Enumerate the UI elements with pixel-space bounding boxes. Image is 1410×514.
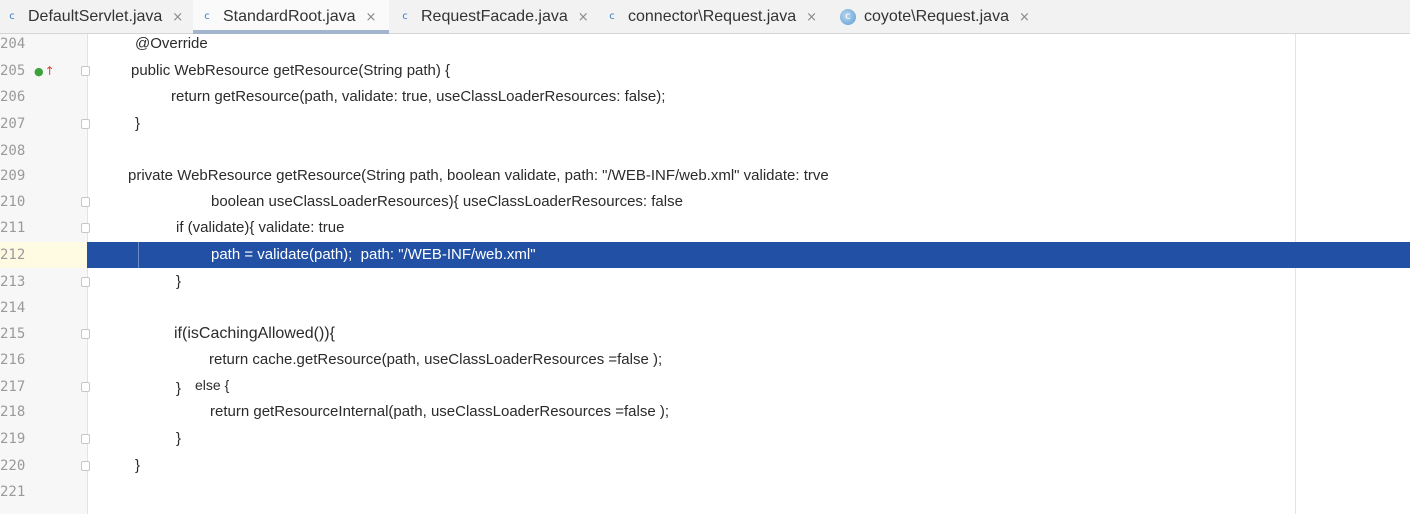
current-line-gutter <box>0 242 87 268</box>
tab-connector-request[interactable]: c connector\Request.java × <box>606 0 817 34</box>
line-number: 216 <box>0 352 26 368</box>
code-line: 210 boolean useClassLoaderResources){ us… <box>0 189 1410 215</box>
tab-label: RequestFacade.java <box>421 8 568 25</box>
indent-guide <box>138 242 139 268</box>
line-number: 221 <box>0 484 26 500</box>
code-line: 213 } <box>0 269 1410 295</box>
line-number: 208 <box>0 143 26 159</box>
java-class-icon: c <box>609 11 615 22</box>
tab-label: DefaultServlet.java <box>28 8 163 25</box>
java-class-icon: c <box>840 9 856 25</box>
code-text: private WebResource getResource(String p… <box>128 167 829 184</box>
tab-requestfacade[interactable]: c RequestFacade.java × <box>399 0 589 34</box>
tab-label: StandardRoot.java <box>223 8 356 25</box>
line-number: 209 <box>0 168 26 184</box>
code-text: } <box>135 115 141 132</box>
code-text: } <box>176 430 182 447</box>
close-icon[interactable]: × <box>365 9 377 25</box>
right-margin-guide <box>1295 34 1296 514</box>
line-number: 214 <box>0 300 26 316</box>
line-number: 207 <box>0 116 26 132</box>
fold-end-icon[interactable] <box>81 434 90 444</box>
code-text: if (validate){ validate: true <box>176 219 345 236</box>
java-class-icon: c <box>402 11 408 22</box>
code-line: 209 private WebResource getResource(Stri… <box>0 163 1410 189</box>
code-line: 215 if(isCachingAllowed()){ <box>0 321 1410 347</box>
close-icon[interactable]: × <box>1018 9 1030 25</box>
code-line: 204 @Override <box>0 31 1410 57</box>
line-number: 213 <box>0 274 26 290</box>
line-number: 204 <box>0 36 26 52</box>
close-icon[interactable]: × <box>577 9 589 25</box>
code-line: 217 } else { <box>0 374 1410 400</box>
code-line: 221 <box>0 479 1410 505</box>
tab-label: connector\Request.java <box>628 8 797 25</box>
fold-toggle-icon[interactable] <box>81 66 90 76</box>
line-number: 206 <box>0 89 26 105</box>
code-line: 205 ●↑ public WebResource getResource(St… <box>0 58 1410 84</box>
code-text: if(isCachingAllowed()){ <box>174 325 335 342</box>
code-editor[interactable]: 204 @Override 205 ●↑ public WebResource … <box>0 34 1410 514</box>
line-number: 220 <box>0 458 26 474</box>
close-icon[interactable]: × <box>172 9 184 25</box>
tab-coyote-request[interactable]: c coyote\Request.java × <box>840 0 1030 34</box>
line-number: 212 <box>0 247 26 263</box>
code-line: 206 return getResource(path, validate: t… <box>0 84 1410 110</box>
code-line: 208 <box>0 138 1410 164</box>
code-line-current: 212 path = validate(path); path: "/WEB-I… <box>0 242 1410 268</box>
code-line: 218 return getResourceInternal(path, use… <box>0 399 1410 425</box>
java-class-icon: c <box>9 11 15 22</box>
code-line: 214 <box>0 295 1410 321</box>
code-line: 216 return cache.getResource(path, useCl… <box>0 347 1410 373</box>
editor-tab-bar: c DefaultServlet.java × c StandardRoot.j… <box>0 0 1410 34</box>
fold-toggle-icon[interactable] <box>81 223 90 233</box>
fold-toggle-icon[interactable] <box>81 329 90 339</box>
code-text: } <box>176 380 182 397</box>
fold-end-icon[interactable] <box>81 119 90 129</box>
tab-defaultservlet[interactable]: c DefaultServlet.java × <box>6 0 183 34</box>
java-class-icon: c <box>204 11 210 22</box>
code-line: 207 } <box>0 111 1410 137</box>
code-line: 219 } <box>0 426 1410 452</box>
execution-line-highlight: path = validate(path); path: "/WEB-INF/w… <box>87 242 1410 268</box>
code-text: public WebResource getResource(String pa… <box>131 62 451 79</box>
fold-end-icon[interactable] <box>81 382 90 392</box>
line-number: 211 <box>0 220 26 236</box>
code-text: return cache.getResource(path, useClassL… <box>209 351 663 368</box>
fold-end-icon[interactable] <box>81 461 90 471</box>
editor-gutter <box>0 34 88 514</box>
code-text: } <box>176 273 182 290</box>
annotation-text: @Override <box>135 35 208 52</box>
line-number: 218 <box>0 404 26 420</box>
code-text: boolean useClassLoaderResources){ useCla… <box>211 193 683 210</box>
line-number: 205 <box>0 63 26 79</box>
line-number: 217 <box>0 379 26 395</box>
code-line: 220 } <box>0 453 1410 479</box>
fold-end-icon[interactable] <box>81 277 90 287</box>
code-text: } <box>135 457 141 474</box>
tab-standardroot[interactable]: c StandardRoot.java × <box>193 0 389 34</box>
line-number: 215 <box>0 326 26 342</box>
code-text: path = validate(path); path: "/WEB-INF/w… <box>211 246 536 263</box>
close-icon[interactable]: × <box>806 9 818 25</box>
fold-toggle-icon[interactable] <box>81 197 90 207</box>
tab-label: coyote\Request.java <box>864 8 1009 25</box>
override-marker-icon[interactable]: ●↑ <box>34 64 55 78</box>
else-keyword: else { <box>195 377 230 393</box>
line-number: 219 <box>0 431 26 447</box>
line-number: 210 <box>0 194 26 210</box>
code-line: 211 if (validate){ validate: true <box>0 215 1410 241</box>
code-text: return getResource(path, validate: true,… <box>171 88 666 105</box>
code-text: return getResourceInternal(path, useClas… <box>210 403 669 420</box>
